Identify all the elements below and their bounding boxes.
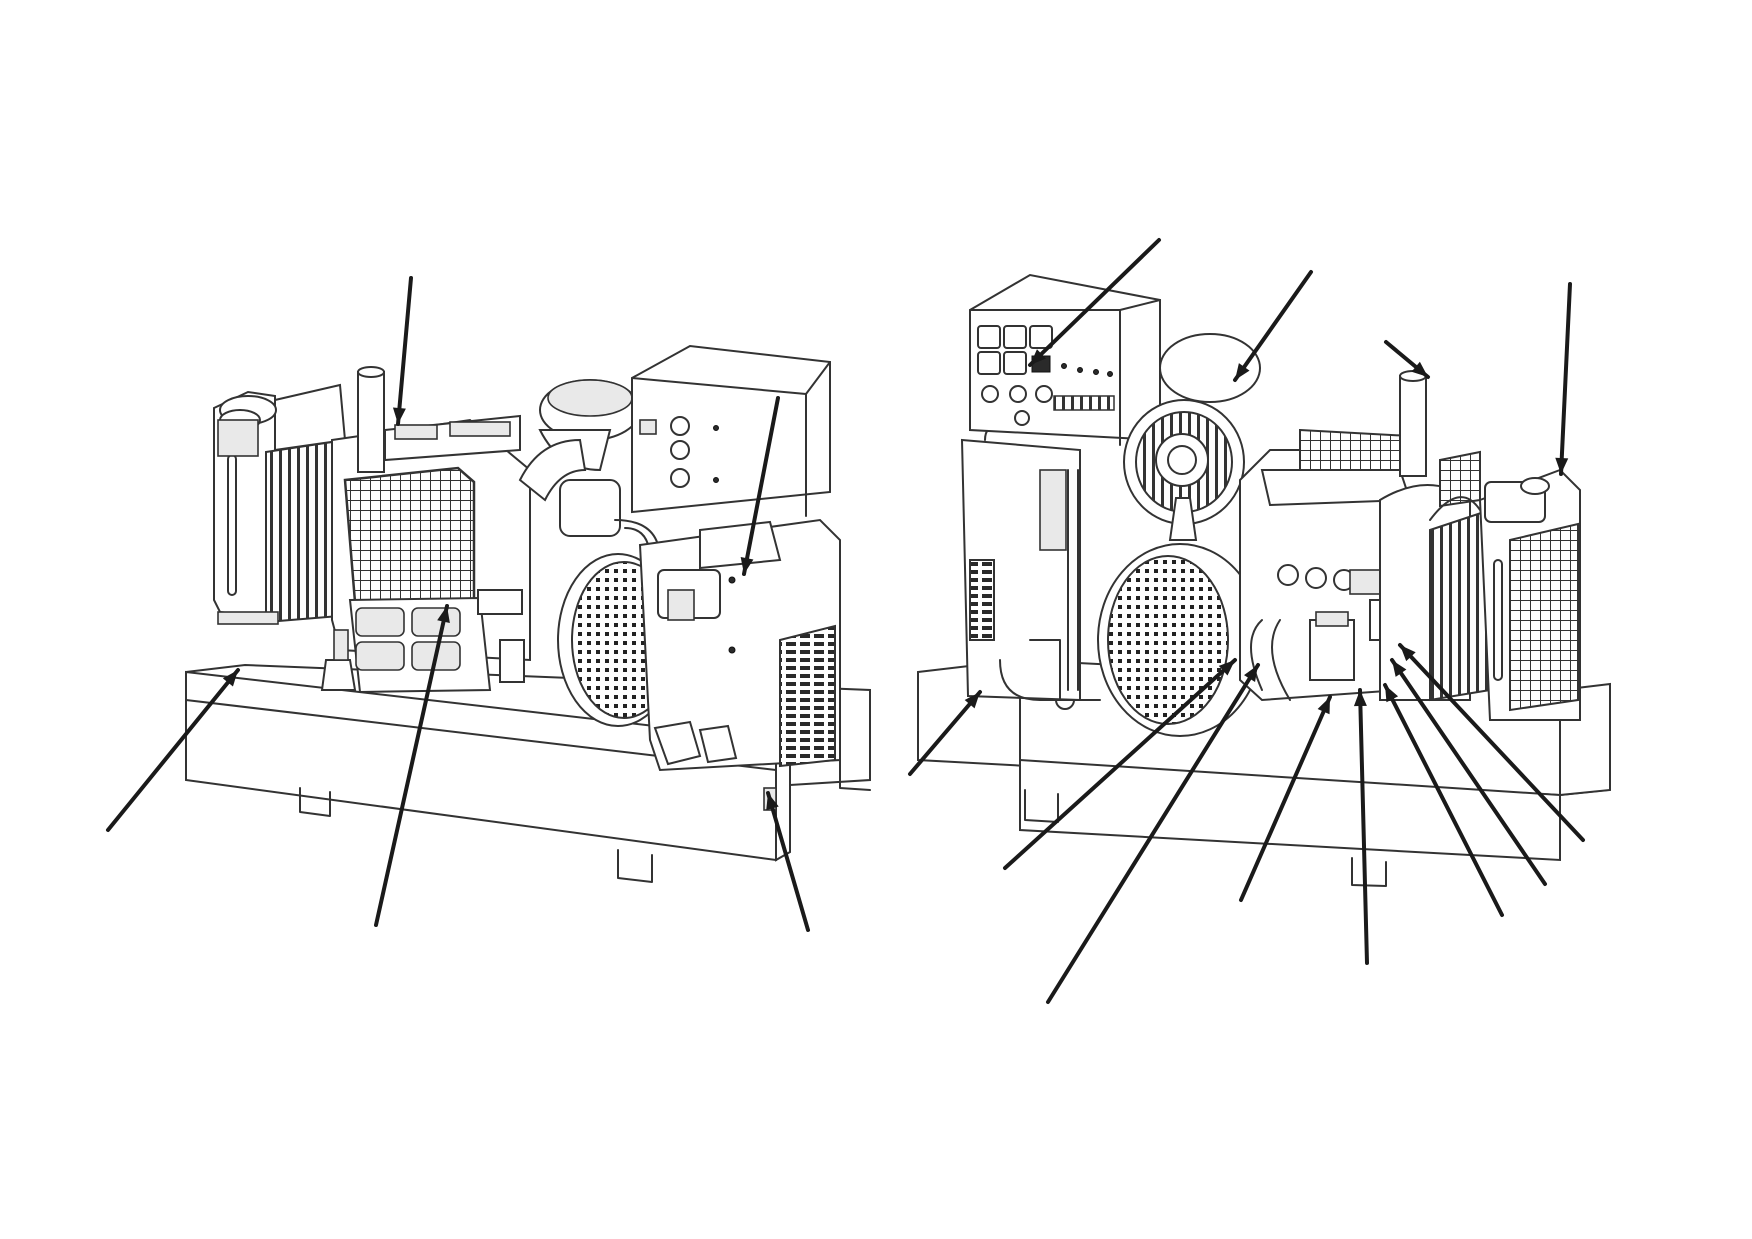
callout-line — [766, 791, 810, 932]
callout-line — [1028, 238, 1161, 367]
callout-arrowhead-icon — [222, 670, 238, 687]
right-engine — [1239, 370, 1441, 702]
right-control-panel — [969, 273, 1161, 446]
callout-line — [1559, 282, 1572, 476]
callout-arrowhead-icon — [1411, 361, 1428, 377]
callout-arrowhead-icon — [1235, 363, 1250, 380]
callout-line — [1046, 663, 1260, 1004]
right-radiator-cap-icon — [1484, 477, 1550, 523]
callout-arrowhead-icon — [1400, 645, 1416, 662]
left-control-box — [631, 344, 831, 517]
callout-line — [396, 276, 413, 426]
callout-arrowhead-icon — [740, 557, 754, 574]
right-air-filter — [1123, 333, 1261, 541]
left-radiator — [213, 383, 354, 625]
callout-line — [1233, 270, 1313, 382]
callout-arrowhead-icon — [1030, 349, 1047, 365]
radiator-cap-icon — [217, 395, 277, 457]
callout-line — [1398, 643, 1585, 842]
callout-arrowhead-icon — [1353, 690, 1367, 707]
left-alternator — [557, 518, 841, 772]
callout-line — [374, 604, 449, 927]
callout-arrowhead-icon — [964, 692, 980, 709]
callout-line — [106, 668, 240, 832]
callout-arrowhead-icon — [437, 606, 450, 624]
callout-line — [1390, 658, 1547, 886]
callout-arrowhead-icon — [1385, 685, 1399, 703]
callout-line — [1358, 688, 1369, 965]
left-generator-set — [185, 344, 871, 883]
callout-arrowhead-icon — [392, 407, 406, 424]
callout-arrowhead-icon — [766, 793, 779, 811]
callout-line — [908, 690, 982, 776]
terminal-strip-icon — [1053, 395, 1115, 411]
callout-line — [1239, 695, 1332, 902]
callout-leaders — [106, 238, 1585, 1004]
callout-line — [1003, 658, 1237, 870]
callout-arrowhead-icon — [1244, 665, 1258, 683]
callout-arrowhead-icon — [1555, 457, 1569, 474]
right-alternator — [960, 424, 1263, 737]
left-engine — [320, 366, 531, 694]
callout-arrowhead-icon — [1218, 660, 1235, 676]
callout-line — [742, 396, 780, 576]
callout-arrowhead-icon — [1317, 697, 1330, 715]
callout-line — [1383, 683, 1504, 917]
right-generator-set — [917, 273, 1611, 887]
right-radiator — [1379, 450, 1581, 721]
callout-arrowhead-icon — [1392, 660, 1407, 677]
